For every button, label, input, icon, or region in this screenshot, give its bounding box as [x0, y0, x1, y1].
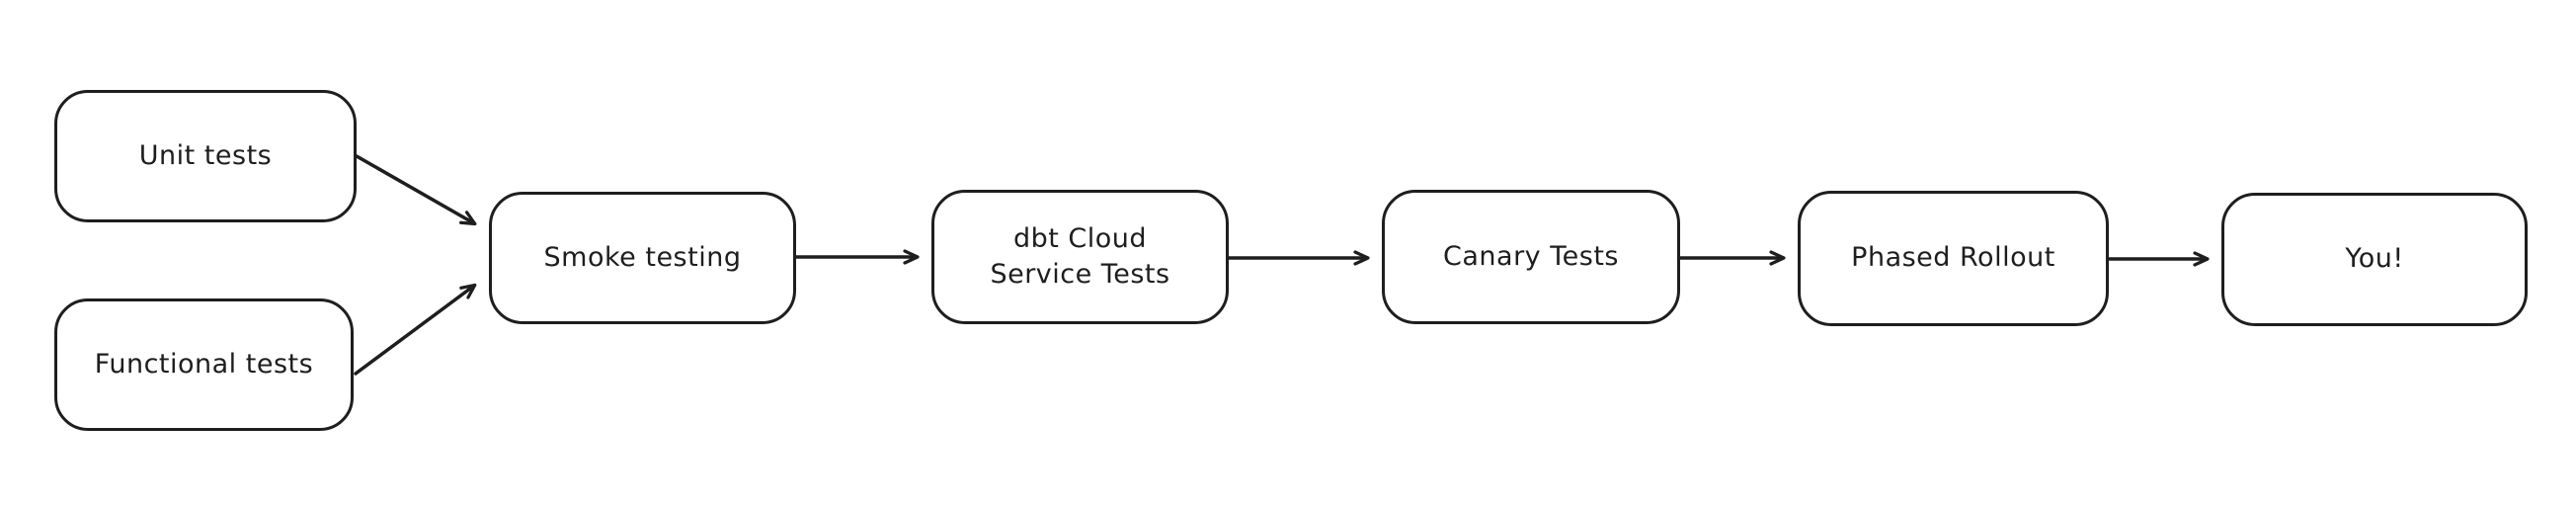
node-you: You!: [2221, 193, 2528, 326]
edge-functional-tests-to-smoke-testing: [354, 283, 477, 376]
node-canary-tests: Canary Tests: [1382, 190, 1680, 324]
node-phased-rollout-label: Phased Rollout: [1851, 242, 2055, 274]
edge-unit-tests-to-smoke-testing: [355, 154, 477, 226]
node-smoke-testing: Smoke testing: [489, 192, 796, 324]
node-functional-tests: Functional tests: [54, 298, 354, 431]
node-unit-tests: Unit tests: [54, 90, 357, 222]
node-functional-tests-label: Functional tests: [94, 348, 314, 380]
node-unit-tests-label: Unit tests: [138, 139, 273, 171]
node-dbt-cloud-service-tests-label: dbt Cloud Service Tests: [990, 222, 1170, 290]
node-dbt-cloud-service-tests: dbt Cloud Service Tests: [931, 190, 1229, 324]
node-phased-rollout: Phased Rollout: [1798, 191, 2109, 326]
node-you-label: You!: [2345, 243, 2404, 275]
node-smoke-testing-label: Smoke testing: [543, 241, 742, 273]
node-canary-tests-label: Canary Tests: [1443, 240, 1619, 272]
